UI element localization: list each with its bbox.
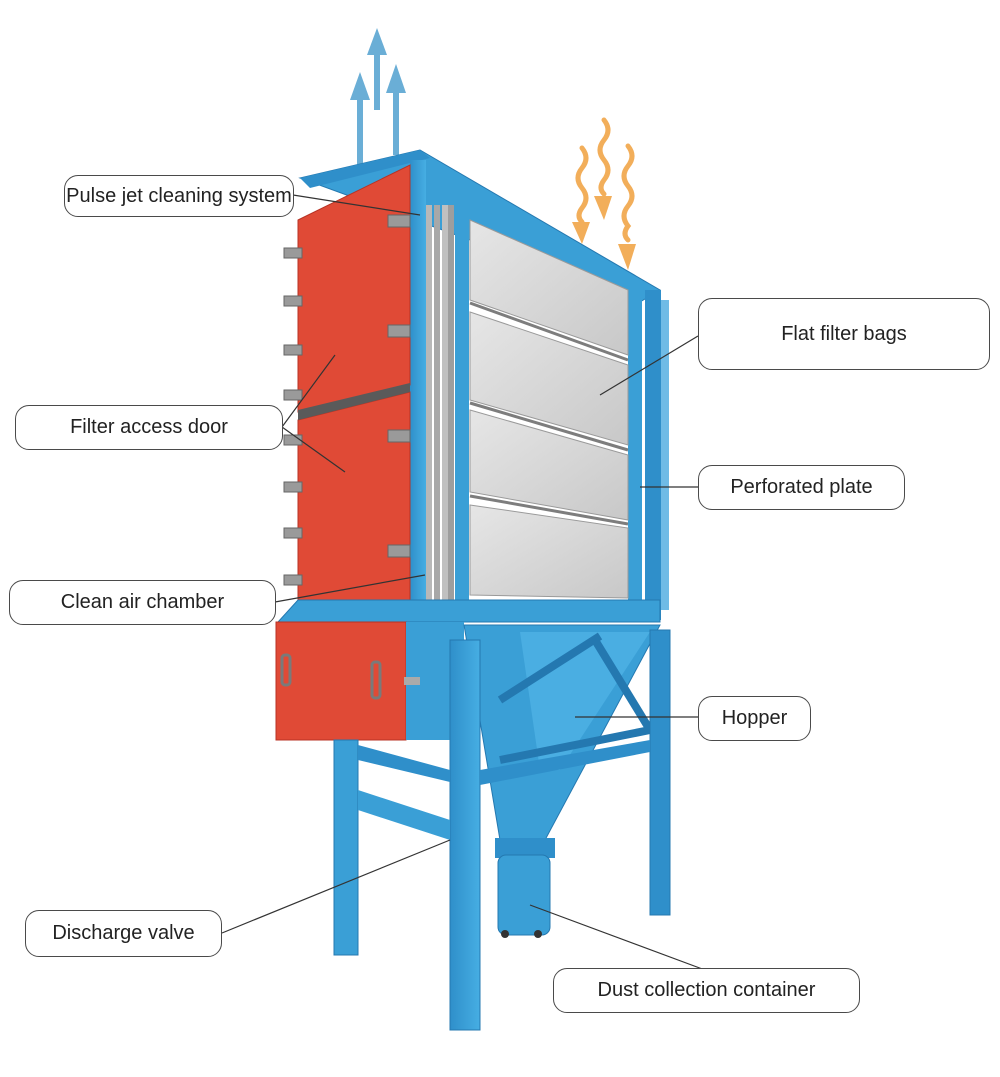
wavy-down-arrow-icon [572,117,636,270]
pulse-jet-pipes [426,205,454,600]
label-hopper: Hopper [698,696,811,741]
up-arrow-icon [350,28,406,175]
flat-filter-bags [469,219,629,599]
rear-post-inner [628,292,642,610]
support-legs [333,629,671,1031]
leader-lines [221,194,706,971]
front-post [410,160,426,610]
label-discharge-valve: Discharge valve [25,910,222,957]
label-filter-access-door: Filter access door [15,405,283,450]
label-perforated-plate: Perforated plate [698,465,905,510]
inner-post [455,180,469,610]
label-clean-air-chamber: Clean air chamber [9,580,276,625]
filter-access-doors [283,164,411,601]
hopper-body [463,624,661,841]
label-flat-filter-bags: Flat filter bags [698,298,990,370]
label-pulse-jet-cleaning-system: Pulse jet cleaning system [64,175,294,217]
dust-container [495,838,555,938]
perforated-plate-strip [661,300,669,610]
rear-post [645,290,661,620]
clean-air-chamber-door [275,621,464,741]
label-dust-collection-container: Dust collection container [553,968,860,1013]
housing-ledge [276,599,661,623]
